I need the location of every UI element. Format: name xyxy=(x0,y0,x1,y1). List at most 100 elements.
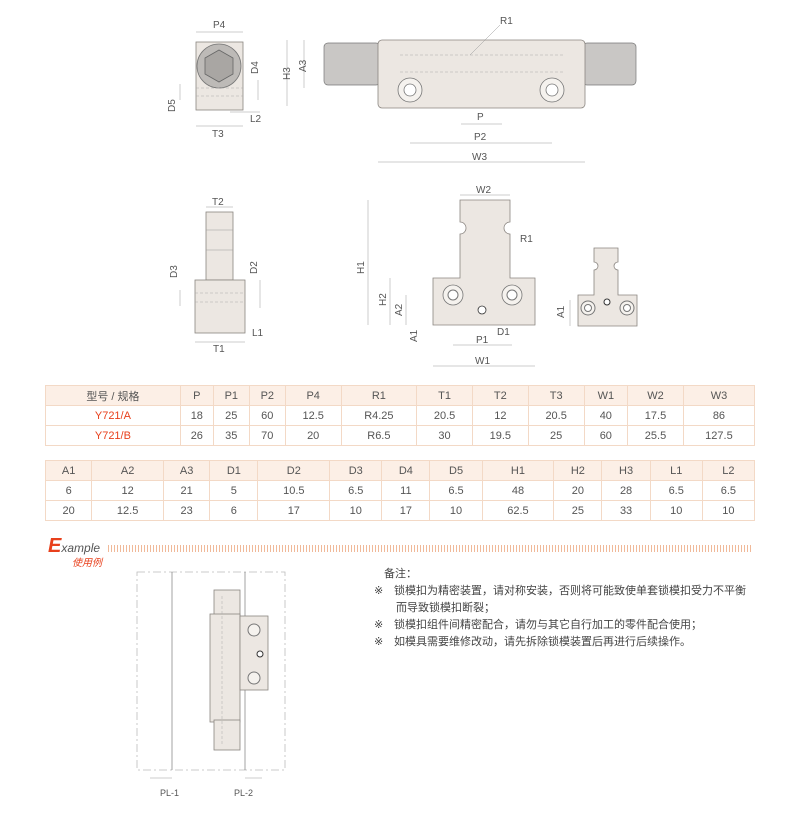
dim-label: D4 xyxy=(250,61,261,74)
table-row: 20 12.5 23 6 17 10 17 10 62.5 25 33 10 1… xyxy=(44,500,756,521)
header-cell: H3 xyxy=(601,460,651,481)
dim-label: H3 xyxy=(282,67,293,80)
header-cell: D1 xyxy=(209,460,259,481)
header-cell: 型号 / 规格 xyxy=(45,385,181,406)
header-cell: P xyxy=(179,385,214,406)
table-header-row: A1 A2 A3 D1 D2 D3 D4 D5 H1 H2 H3 L1 L2 xyxy=(44,460,756,481)
header-cell: A1 xyxy=(44,460,93,481)
header-cell: T1 xyxy=(416,385,473,406)
table-cell: 17 xyxy=(381,500,431,521)
table-cell: 6.5 xyxy=(701,480,756,501)
table-cell: 127.5 xyxy=(682,425,756,446)
dim-label: P1 xyxy=(476,335,489,346)
header-cell: R1 xyxy=(340,385,418,406)
table-cell: 25 xyxy=(527,425,585,446)
note-marker: ※ xyxy=(374,618,384,631)
small-view-drawing: A1 xyxy=(556,247,638,327)
dim-label: W3 xyxy=(472,152,487,163)
dim-label: D2 xyxy=(249,261,260,274)
table-cell: 19.5 xyxy=(471,425,529,446)
table-cell: 21 xyxy=(162,480,211,501)
table-cell: 25 xyxy=(212,405,250,426)
table-cell: 20 xyxy=(44,500,93,521)
dim-label: W2 xyxy=(476,185,491,196)
table-cell: 17 xyxy=(257,500,331,521)
section-divider xyxy=(108,545,753,552)
table-row: 6 12 21 5 10.5 6.5 11 6.5 48 20 28 6.5 6… xyxy=(44,480,756,501)
table-cell: 12.5 xyxy=(91,500,164,521)
header-cell: D2 xyxy=(257,460,331,481)
header-cell: T3 xyxy=(527,385,585,406)
dim-label: T1 xyxy=(213,344,225,355)
table-cell: 6 xyxy=(209,500,259,521)
dim-label: T2 xyxy=(212,197,224,208)
header-cell: P1 xyxy=(212,385,250,406)
table-cell: 33 xyxy=(601,500,651,521)
table-header-row: 型号 / 规格 P P1 P2 P4 R1 T1 T2 T3 W1 W2 W3 xyxy=(45,385,756,406)
header-cell: P4 xyxy=(284,385,342,406)
header-cell: L1 xyxy=(649,460,703,481)
header-cell: P2 xyxy=(248,385,286,406)
table-cell: 30 xyxy=(416,425,473,446)
table-cell: 6 xyxy=(44,480,93,501)
header-cell: W3 xyxy=(682,385,756,406)
dim-label: A1 xyxy=(409,329,420,342)
table-cell: 10 xyxy=(329,500,383,521)
note-marker: ※ xyxy=(374,584,384,597)
table-cell: 12 xyxy=(471,405,529,426)
table-cell: 17.5 xyxy=(627,405,684,426)
end-view-drawing: P4 D4 D5 L2 T3 xyxy=(167,20,262,140)
note-item: 锁模扣为精密装置，请对称安装，否则将可能致使单套锁模扣受力不平衡 xyxy=(394,584,746,597)
note-item: 锁模扣组件间精密配合，请勿与其它自行加工的零件配合使用； xyxy=(394,618,702,631)
table-cell: 20.5 xyxy=(416,405,473,426)
notes-title: 备注： xyxy=(384,567,417,580)
table-cell: 40 xyxy=(583,405,629,426)
model-cell: Y721/B xyxy=(45,425,181,446)
table-cell: 10 xyxy=(429,500,483,521)
note-continuation: 而导致锁模扣断裂； xyxy=(396,601,495,614)
header-cell: L2 xyxy=(701,460,756,481)
header-cell: D3 xyxy=(329,460,383,481)
table-cell: 26 xyxy=(179,425,214,446)
example-initial: E xyxy=(48,535,62,557)
table-cell: 86 xyxy=(682,405,756,426)
plane-label-pl1: PL-1 xyxy=(160,788,179,798)
example-heading: Example xyxy=(48,535,100,558)
header-cell: D5 xyxy=(429,460,483,481)
table-cell: 70 xyxy=(248,425,286,446)
header-cell: D4 xyxy=(381,460,431,481)
dim-label: H1 xyxy=(356,261,367,274)
table-cell: 10.5 xyxy=(257,480,331,501)
table-cell: 60 xyxy=(583,425,629,446)
dim-label: R1 xyxy=(520,234,533,245)
table-cell: 25.5 xyxy=(627,425,684,446)
table-cell: 48 xyxy=(481,480,555,501)
table-cell: R6.5 xyxy=(340,425,418,446)
dim-label: P xyxy=(477,112,484,123)
dim-label: P4 xyxy=(213,20,226,31)
plane-label-pl2: PL-2 xyxy=(234,788,253,798)
table-row: Y721/B 26 35 70 20 R6.5 30 19.5 25 60 25… xyxy=(45,425,756,446)
table-cell: 5 xyxy=(209,480,259,501)
table-cell: 6.5 xyxy=(329,480,383,501)
example-drawing: PL-1 PL-2 xyxy=(136,571,286,798)
table-cell: 10 xyxy=(701,500,756,521)
table-cell: 25 xyxy=(553,500,603,521)
spec-table-1: 型号 / 规格 P P1 P2 P4 R1 T1 T2 T3 W1 W2 W3 … xyxy=(45,385,756,446)
dim-label: A1 xyxy=(556,305,567,318)
header-cell: A3 xyxy=(162,460,211,481)
table-cell: 20 xyxy=(553,480,603,501)
header-cell: W2 xyxy=(627,385,684,406)
dim-label: T3 xyxy=(212,129,224,140)
dim-label: H2 xyxy=(378,293,389,306)
dim-label: D3 xyxy=(169,265,180,278)
header-cell: T2 xyxy=(471,385,529,406)
table-cell: 12.5 xyxy=(284,405,342,426)
header-cell: H1 xyxy=(481,460,555,481)
dim-label: W1 xyxy=(475,356,490,367)
table-cell: 6.5 xyxy=(649,480,703,501)
dim-label: D5 xyxy=(167,99,178,112)
table-cell: 20 xyxy=(284,425,342,446)
front-view-drawing: W2 R1 H1 H2 A2 A1 D1 P1 W1 xyxy=(356,185,536,367)
